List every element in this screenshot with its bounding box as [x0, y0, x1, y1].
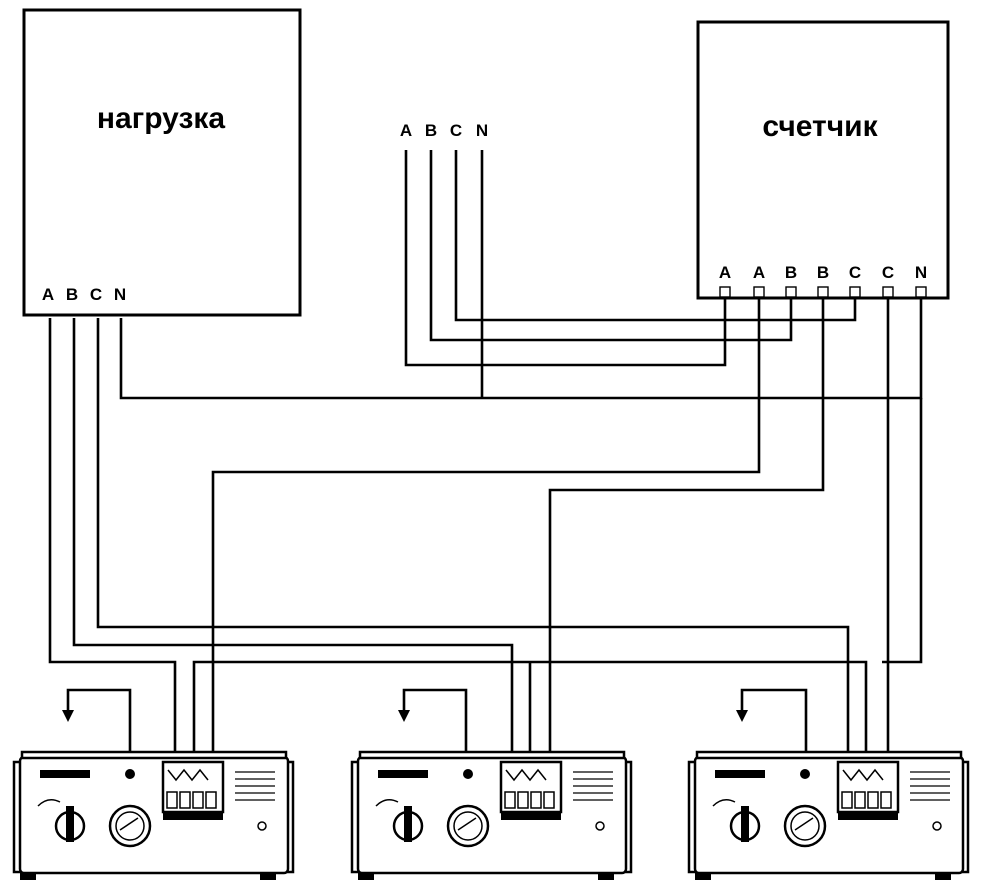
source-terminals: A B C N — [400, 121, 488, 140]
meter-terminal-b-in: B — [785, 263, 797, 282]
mode-switch-lever — [66, 806, 74, 842]
meter-terminal-b-out: B — [817, 263, 829, 282]
terminal-slot — [517, 791, 529, 809]
load-title: нагрузка — [97, 102, 225, 135]
voltmeter-needle — [457, 817, 477, 831]
load-terminal-c: C — [90, 285, 102, 304]
indicator-lamp — [463, 769, 473, 779]
stabilizer-top — [695, 750, 963, 760]
wire-load-c-from-stab-3 — [96, 318, 850, 760]
terminal-slot — [192, 791, 204, 809]
stabilizer-top — [20, 750, 288, 760]
ground-wire-stab-1 — [66, 688, 132, 772]
ground-screw — [595, 821, 605, 831]
source-terminal-b: B — [425, 121, 437, 140]
switch-arc — [712, 799, 736, 807]
meter-terminal-a-out: A — [753, 263, 765, 282]
stabilizer-2 — [350, 750, 633, 880]
terminal-slot — [504, 791, 516, 809]
mode-switch-lever — [741, 806, 749, 842]
wire-meter-b-to-stab-2 — [548, 298, 825, 760]
load-terminal-n: N — [114, 285, 126, 304]
terminal-slot — [166, 791, 178, 809]
terminal-slot — [854, 791, 866, 809]
stabilizer-top — [358, 750, 626, 760]
meter-terminal-screws — [719, 286, 927, 298]
voltmeter-needle — [119, 817, 139, 831]
indicator-lamp — [125, 769, 135, 779]
mode-switch-lever — [404, 806, 412, 842]
wire-neutral-to-stab-3 — [882, 398, 923, 664]
ground-arrow-stab-2 — [398, 710, 410, 722]
terminal-slot — [205, 791, 217, 809]
wire-load-b-from-stab-2 — [72, 318, 514, 760]
brand-logo — [378, 770, 428, 778]
stabilizer-foot — [358, 870, 374, 880]
ground-screw — [257, 821, 267, 831]
voltmeter-face — [790, 811, 820, 841]
terminal-slot — [880, 791, 892, 809]
wire-meter-a-to-stab-1 — [211, 298, 761, 760]
ground-arrow-stab-1 — [62, 710, 74, 722]
load-terminal-a: A — [42, 285, 54, 304]
stabilizer-foot — [598, 870, 614, 880]
terminal-cover — [163, 812, 223, 820]
wire-source-c-to-meter — [454, 150, 857, 322]
stabilizer-foot — [935, 870, 951, 880]
terminal-zigzag — [505, 768, 547, 782]
voltmeter-needle — [794, 817, 814, 831]
wires — [48, 150, 923, 772]
meter-terminal-a-in: A — [719, 263, 731, 282]
load-terminal-b: B — [66, 285, 78, 304]
terminal-slot — [543, 791, 555, 809]
source-terminal-n: N — [476, 121, 488, 140]
ground-arrow-stab-3 — [736, 710, 748, 722]
wire-neutral-bus — [119, 298, 923, 400]
wire-neutral-stab-2b — [530, 660, 868, 760]
brand-logo — [715, 770, 765, 778]
terminal-slot — [530, 791, 542, 809]
meter-terminal-n: N — [915, 263, 927, 282]
stabilizer-foot — [20, 870, 36, 880]
load-box: нагрузка A B C N — [22, 8, 302, 317]
ground-wire-stab-3 — [740, 688, 808, 772]
meter-title: счетчик — [762, 110, 878, 143]
indicator-lamp — [800, 769, 810, 779]
terminal-slot — [867, 791, 879, 809]
terminal-zigzag — [167, 768, 209, 782]
terminal-slot — [841, 791, 853, 809]
voltmeter-face — [453, 811, 483, 841]
stabilizer-1 — [12, 750, 295, 880]
switch-arc — [375, 799, 399, 807]
wire-neutral-stab-1 — [192, 660, 530, 760]
brand-logo — [40, 770, 90, 778]
terminal-zigzag — [842, 768, 884, 782]
stabilizers — [12, 750, 970, 880]
source-terminal-c: C — [450, 121, 462, 140]
meter-terminal-c-out: C — [882, 263, 894, 282]
meter-terminal-c-in: C — [849, 263, 861, 282]
terminal-cover — [838, 812, 898, 820]
voltmeter-face — [115, 811, 145, 841]
terminal-cover — [501, 812, 561, 820]
meter-box: счетчик A A B B C C N — [696, 20, 950, 300]
terminal-slot — [179, 791, 191, 809]
wire-source-a-to-meter — [404, 150, 727, 367]
wire-load-a-from-stab-1 — [48, 318, 177, 760]
stabilizer-foot — [260, 870, 276, 880]
stabilizer-3 — [687, 750, 970, 880]
source-terminal-a: A — [400, 121, 412, 140]
ground-screw — [932, 821, 942, 831]
stabilizer-foot — [695, 870, 711, 880]
switch-arc — [37, 799, 61, 807]
ground-wire-stab-2 — [402, 688, 468, 772]
